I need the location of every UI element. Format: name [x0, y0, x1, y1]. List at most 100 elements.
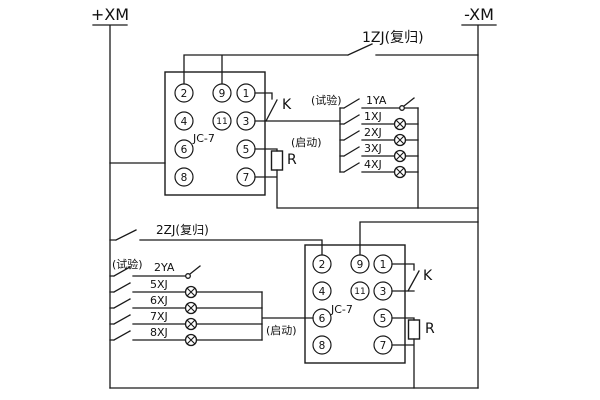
- terminal-number: 6: [319, 313, 326, 325]
- terminal-number: 2: [319, 259, 326, 271]
- terminal-number: 11: [216, 117, 227, 127]
- test-jack-symbol: [185, 265, 201, 279]
- terminal-number: 3: [380, 286, 387, 298]
- relay2-terminal-4: 4: [312, 281, 332, 301]
- lamp-icon: [393, 117, 407, 131]
- lamp-icon: [184, 317, 198, 331]
- relay1-terminal-9: 9: [212, 83, 232, 103]
- terminal-number: 4: [181, 116, 188, 128]
- relay1-contact-wire: [254, 92, 341, 122]
- lamp-row: 5XJ: [109, 278, 263, 299]
- lamp-icon: [184, 333, 198, 347]
- lamp-row: 2XJ: [339, 126, 419, 147]
- terminal-number: 5: [380, 313, 387, 325]
- terminal-number: 1: [380, 259, 387, 271]
- relay1-start-label: (启动): [291, 136, 322, 149]
- relay2-resistor-R: R: [391, 317, 435, 389]
- relay1-resistor-wire: [254, 148, 479, 209]
- lamp-branch-feed-wire: [261, 291, 314, 341]
- relay2-reset-wire: [109, 229, 323, 256]
- relay2-terminal-7: 7: [373, 335, 393, 355]
- terminal-number: 2: [181, 88, 188, 100]
- relay1-terminal-6: 6: [174, 139, 194, 159]
- lamp-label: 3XJ: [364, 142, 382, 155]
- lamp-row: 6XJ: [109, 294, 263, 315]
- lamp-icon: [393, 149, 407, 163]
- terminal-number: 9: [219, 88, 226, 100]
- lamp-row: 1XJ: [339, 110, 419, 131]
- relay1-terminal-4: 4: [174, 111, 194, 131]
- relay1-terminal-2: 2: [174, 83, 194, 103]
- relay1-resistor-label: R: [287, 152, 297, 168]
- lamp-row-wire: [109, 314, 263, 325]
- lamp-row: 8XJ: [109, 326, 263, 347]
- positive-rail-label: +XM: [91, 5, 129, 24]
- relay1-test-label: (试验): [311, 93, 342, 107]
- relay1-resistor-R: R: [254, 148, 479, 209]
- resistor-symbol: [407, 319, 421, 340]
- relay1-contact-K: K: [254, 92, 341, 122]
- relay2-terminal-3: 3: [373, 281, 393, 301]
- relay2-test-label: (试验): [112, 257, 143, 271]
- relay2-box: [304, 244, 406, 364]
- relay2-terminals: 2 9 1 4 11 3 6 5 8 7: [312, 254, 393, 355]
- terminal-number: 11: [354, 287, 365, 297]
- lamp-label: 1XJ: [364, 110, 382, 123]
- relay2-start-label: (启动): [266, 324, 297, 337]
- relay1-terminal-3: 3: [236, 111, 256, 131]
- terminal-number: 1: [243, 88, 250, 100]
- lamp-icon: [393, 133, 407, 147]
- relay2-lamp-branch: (试验) 2YA 5XJ 6XJ 7XJ: [109, 257, 314, 347]
- relay2-test-jack-label: 2YA: [154, 261, 175, 274]
- terminal-number: 5: [243, 144, 250, 156]
- lamp-row-wire: [339, 162, 419, 173]
- lamp-label: 4XJ: [364, 158, 382, 171]
- relay1-reset-label: 1ZJ(复归): [362, 29, 424, 46]
- relay2-contact-K: K: [391, 263, 433, 292]
- relay1-terminal-11: 11: [212, 111, 232, 131]
- terminal-number: 7: [380, 340, 387, 352]
- relay2-terminal-1: 1: [373, 254, 393, 274]
- relay2-section: 2ZJ(复归) JC-7 2 9 1 4 11 3 6 5 8 7 K R: [109, 221, 479, 389]
- relay1-model-label: JC-7: [192, 132, 215, 145]
- relay1-lamp-branch: (试验) 1YA 1XJ 2XJ 3XJ: [311, 93, 419, 209]
- relay2-negative-wire: [359, 221, 479, 256]
- relay2-reset-label: 2ZJ(复归): [156, 223, 209, 237]
- relay1-contact-label: K: [282, 97, 292, 113]
- terminal-number: 9: [357, 259, 364, 271]
- lamp-icon: [184, 285, 198, 299]
- lamp-row-wire: [109, 282, 263, 293]
- lamp-row-wire: [109, 330, 263, 341]
- terminal-number: 4: [319, 286, 326, 298]
- relay2-terminal-5: 5: [373, 308, 393, 328]
- relay2-terminal-9: 9: [350, 254, 370, 274]
- lamp-label: 7XJ: [150, 310, 168, 323]
- relay1-section: 1ZJ(复归) JC-7 2 9 1 4 11 3 6 5 8 7 K (启动): [109, 29, 479, 209]
- terminal-number: 3: [243, 116, 250, 128]
- positive-rail-line: [92, 24, 128, 389]
- relay2-resistor-wire: [391, 317, 415, 389]
- lamp-row: 3XJ: [339, 142, 419, 163]
- relay1-box: [164, 71, 266, 196]
- relay2-terminal-6: 6: [312, 308, 332, 328]
- lamp-row-wire: [109, 298, 263, 309]
- test-jack-symbol: [399, 97, 415, 111]
- terminal-number: 8: [181, 172, 188, 184]
- relay1-reset-wire: [183, 43, 479, 85]
- relay2-model-label: JC-7: [330, 303, 353, 316]
- relay1-terminal-5: 5: [236, 139, 256, 159]
- relay1-terminals: 2 9 1 4 11 3 6 5 8 7: [174, 83, 256, 187]
- lamp-row: 4XJ: [339, 158, 419, 179]
- lamp-icon: [184, 301, 198, 315]
- relay2-contact-wire: [391, 263, 420, 292]
- test-row-wire: [109, 266, 186, 277]
- relay1-terminal-8: 8: [174, 167, 194, 187]
- relay2-terminal-2: 2: [312, 254, 332, 274]
- lamp-row: 7XJ: [109, 310, 263, 331]
- resistor-symbol: [270, 150, 284, 171]
- negative-rail-line: [461, 24, 497, 389]
- terminal-number: 7: [243, 172, 250, 184]
- negative-rail-label: -XM: [464, 5, 494, 24]
- relay2-terminal-8: 8: [312, 335, 332, 355]
